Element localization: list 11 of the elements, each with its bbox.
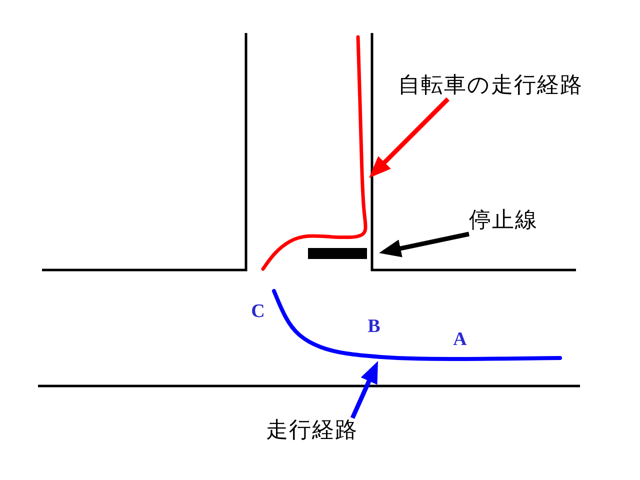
arrow <box>350 360 380 419</box>
point-label: B <box>368 317 380 337</box>
stop-line-label: 停止線 <box>469 208 538 234</box>
route-label: 自転車の走行経路 <box>398 73 583 99</box>
route-label: 走行経路 <box>266 418 358 444</box>
vehicle-route-line <box>272 289 562 361</box>
arrow <box>378 232 470 258</box>
arrow <box>367 97 450 180</box>
point-label: A <box>453 330 467 350</box>
point-label: C <box>251 302 265 322</box>
bicycle-route-line <box>261 35 368 271</box>
